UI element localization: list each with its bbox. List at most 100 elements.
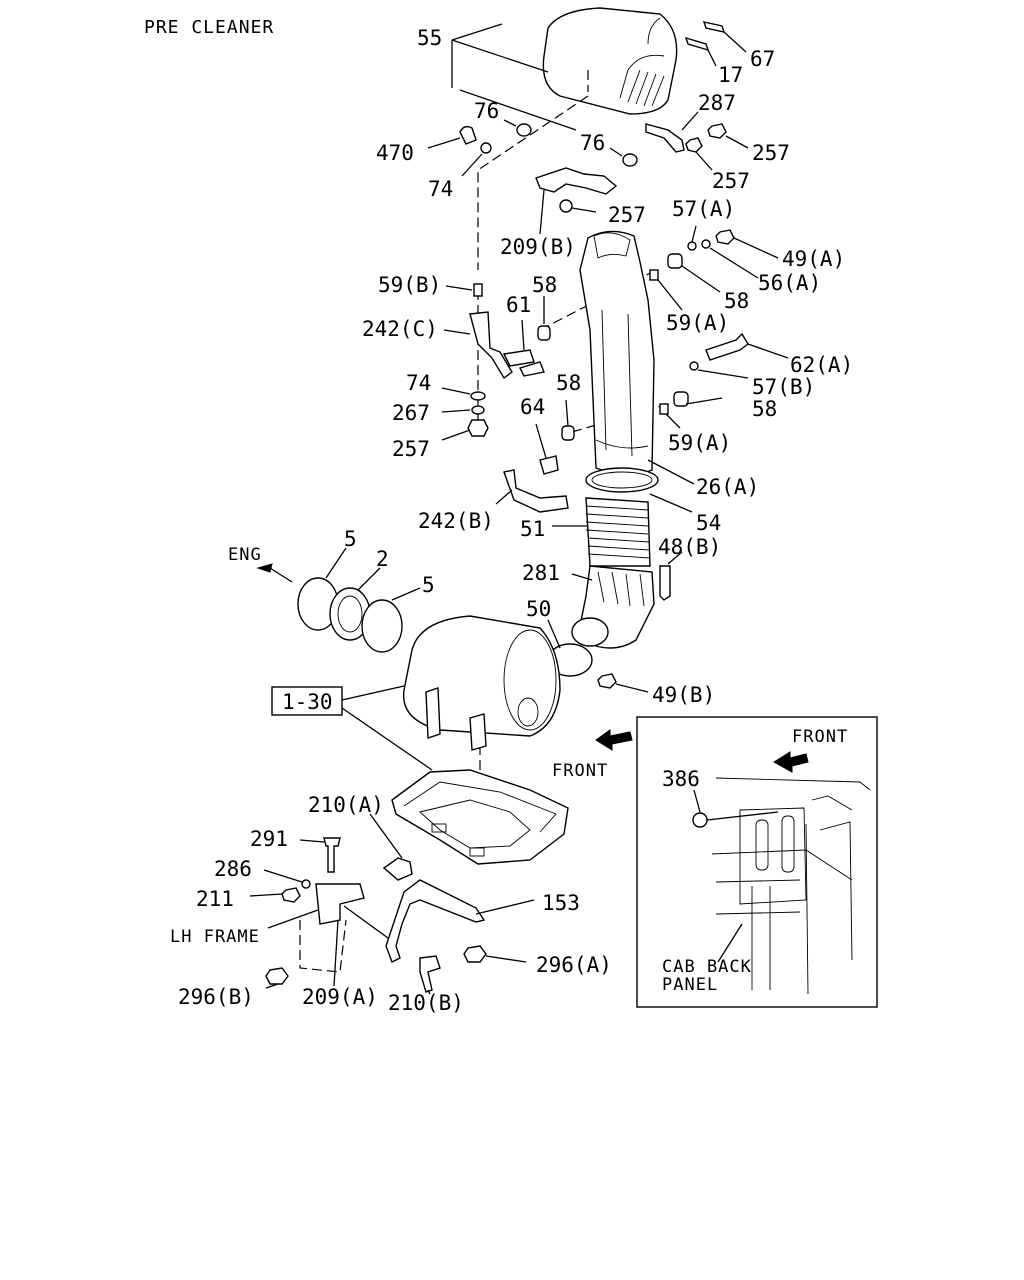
- part-67: [702, 21, 726, 33]
- callout-box-130: [271, 686, 343, 716]
- nut-49a: [715, 229, 735, 245]
- front-arrow-inset: [773, 751, 809, 773]
- callout-296a: 296(A): [536, 953, 612, 977]
- callout-54: 54: [696, 511, 721, 535]
- eng-arrow-head: [256, 563, 273, 573]
- nut-257b: [685, 137, 703, 153]
- nut-49b: [597, 673, 617, 689]
- grommet-76a: [516, 123, 532, 137]
- bracket-209b: [535, 167, 618, 195]
- callout-210a: 210(A): [308, 793, 384, 817]
- callout-470: 470: [376, 141, 414, 165]
- callout-286: 286: [214, 857, 252, 881]
- bolt-48b: [659, 565, 671, 601]
- front-label-main: FRONT: [552, 761, 608, 781]
- leader-26a: [647, 459, 695, 485]
- callout-76b: 76: [580, 131, 605, 155]
- callout-49b: 49(B): [652, 683, 715, 707]
- bolt-64: [539, 455, 559, 475]
- callout-58c: 58: [752, 397, 777, 421]
- cab-back-label-1: CAB BACK: [662, 957, 752, 977]
- spacer-58b: [673, 391, 689, 407]
- callout-242c: 242(C): [362, 317, 438, 341]
- bolt-210a: [382, 857, 413, 881]
- nut-296b: [265, 967, 289, 985]
- spacer-58c: [537, 325, 551, 341]
- callout-296b: 296(B): [178, 985, 254, 1009]
- washer-56a: [701, 239, 711, 249]
- grommet-76b: [622, 153, 638, 167]
- callout-50: 50: [526, 597, 551, 621]
- callout-58b: 58: [724, 289, 749, 313]
- callout-56a: 56(A): [758, 271, 821, 295]
- callout-386: 386: [662, 767, 700, 791]
- callout-58a: 58: [532, 273, 557, 297]
- nut-211: [281, 887, 301, 903]
- callout-242b: 242(B): [418, 509, 494, 533]
- collar-59a1: [649, 269, 659, 281]
- bracket-209a: [315, 883, 365, 925]
- nut-257d: [467, 419, 489, 437]
- bolt-62a: [705, 332, 749, 361]
- callout-62a: 62(A): [790, 353, 853, 377]
- washer-57a: [687, 241, 697, 251]
- callout-59a1: 59(A): [666, 311, 729, 335]
- bellows-hose-51: [585, 497, 651, 567]
- washer-74a: [480, 142, 492, 154]
- callout-55: 55: [417, 26, 442, 50]
- leader-55b: [451, 23, 503, 41]
- nut-257c: [559, 199, 573, 213]
- callout-48b: 48(B): [658, 535, 721, 559]
- callout-49a: 49(A): [782, 247, 845, 271]
- callout-76a: 76: [474, 99, 499, 123]
- callout-64: 64: [520, 395, 545, 419]
- lh-frame-outline: [299, 919, 347, 973]
- callout-74a: 74: [428, 177, 453, 201]
- elbow-281: [571, 565, 655, 649]
- bracket-153: [385, 879, 486, 963]
- bracket-242b: [503, 469, 569, 513]
- clamp-5b: [361, 599, 403, 653]
- callout-57b: 57(B): [752, 375, 815, 399]
- cap-470: [459, 125, 477, 145]
- nut-257a: [707, 123, 727, 139]
- callout-57a: 57(A): [672, 197, 735, 221]
- callout-257b: 257: [712, 169, 750, 193]
- bracket-287: [645, 123, 685, 153]
- callout-257d: 257: [392, 437, 430, 461]
- bolt-291: [323, 837, 341, 873]
- callout-74b: 74: [406, 371, 431, 395]
- washer-286: [301, 879, 311, 889]
- assembly-dash-1: [477, 95, 589, 270]
- callout-281: 281: [522, 561, 560, 585]
- front-arrow-main: [595, 729, 633, 751]
- callout-26a: 26(A): [696, 475, 759, 499]
- bracket-242c: [469, 311, 513, 380]
- bolt-61b: [519, 361, 545, 377]
- callout-153: 153: [542, 891, 580, 915]
- lh-frame-label: LH FRAME: [170, 927, 260, 947]
- nut-296a: [463, 945, 487, 963]
- cab-back-label-2: PANEL: [662, 975, 718, 995]
- callout-287: 287: [698, 91, 736, 115]
- callout-257a: 257: [752, 141, 790, 165]
- part-17: [684, 36, 710, 52]
- leader-55: [451, 39, 549, 73]
- callout-257c: 257: [608, 203, 646, 227]
- callout-267: 267: [392, 401, 430, 425]
- callout-209b: 209(B): [500, 235, 576, 259]
- collar-59a2: [659, 403, 669, 415]
- spacer-58d: [561, 425, 575, 441]
- callout-59a2: 59(A): [668, 431, 731, 455]
- callout-67: 67: [750, 47, 775, 71]
- intake-duct: [579, 230, 655, 476]
- callout-291: 291: [250, 827, 288, 851]
- eng-label: ENG: [228, 545, 262, 565]
- collar-59b: [473, 283, 483, 297]
- diagram-title: PRE CLEANER: [144, 17, 274, 38]
- callout-51: 51: [520, 517, 545, 541]
- air-cleaner-assembly: [402, 615, 561, 751]
- callout-210b: 210(B): [388, 991, 464, 1015]
- callout-58d: 58: [556, 371, 581, 395]
